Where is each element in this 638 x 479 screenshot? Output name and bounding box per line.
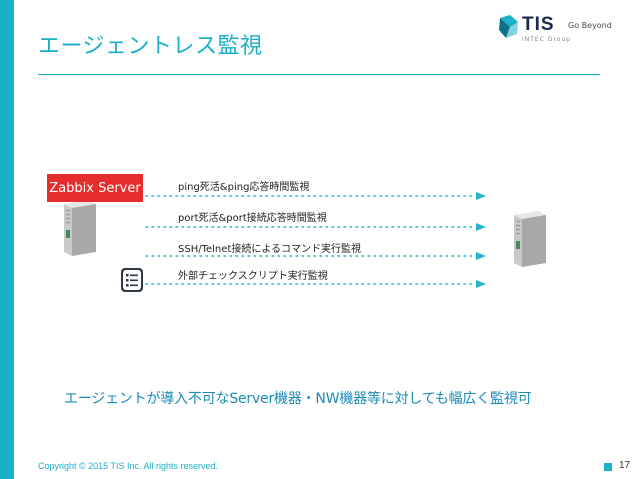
logo-slogan: Go Beyond — [568, 21, 612, 30]
logo-brand: TIS — [522, 14, 555, 35]
check-label-ping: ping死活&ping応答時間監視 — [178, 182, 310, 193]
server-tower-icon — [64, 200, 96, 256]
page-number: 17 — [619, 460, 631, 471]
logo-sub: INTEC Group — [522, 36, 572, 43]
arrow-head-script — [476, 280, 486, 288]
page-number-marker — [604, 463, 612, 471]
tis-logo: TIS INTEC Group Go Beyond — [498, 14, 628, 44]
arrow-head-ssh — [476, 252, 486, 260]
target-server-icon — [514, 211, 546, 267]
check-label-ssh: SSH/Telnet接続によるコマンド実行監視 — [178, 244, 362, 255]
check-label-port: port死活&port接続応答時間監視 — [178, 213, 327, 224]
title-divider — [38, 74, 600, 75]
copyright-text: Copyright © 2015 TIS Inc. All rights res… — [38, 461, 219, 471]
check-label-script: 外部チェックスクリプト実行監視 — [178, 271, 328, 282]
tis-logo-mark-icon — [499, 15, 518, 38]
zabbix-server-label: Zabbix Server — [47, 174, 143, 202]
slide-title: エージェントレス監視 — [38, 34, 263, 59]
arrow-head-port — [476, 223, 486, 231]
slide-caption: エージェントが導入不可なServer機器・NW機器等に対しても幅広く監視可 — [64, 391, 532, 407]
left-accent-bar — [0, 0, 14, 479]
checklist-icon — [121, 268, 143, 292]
arrow-head-ping — [476, 192, 486, 200]
